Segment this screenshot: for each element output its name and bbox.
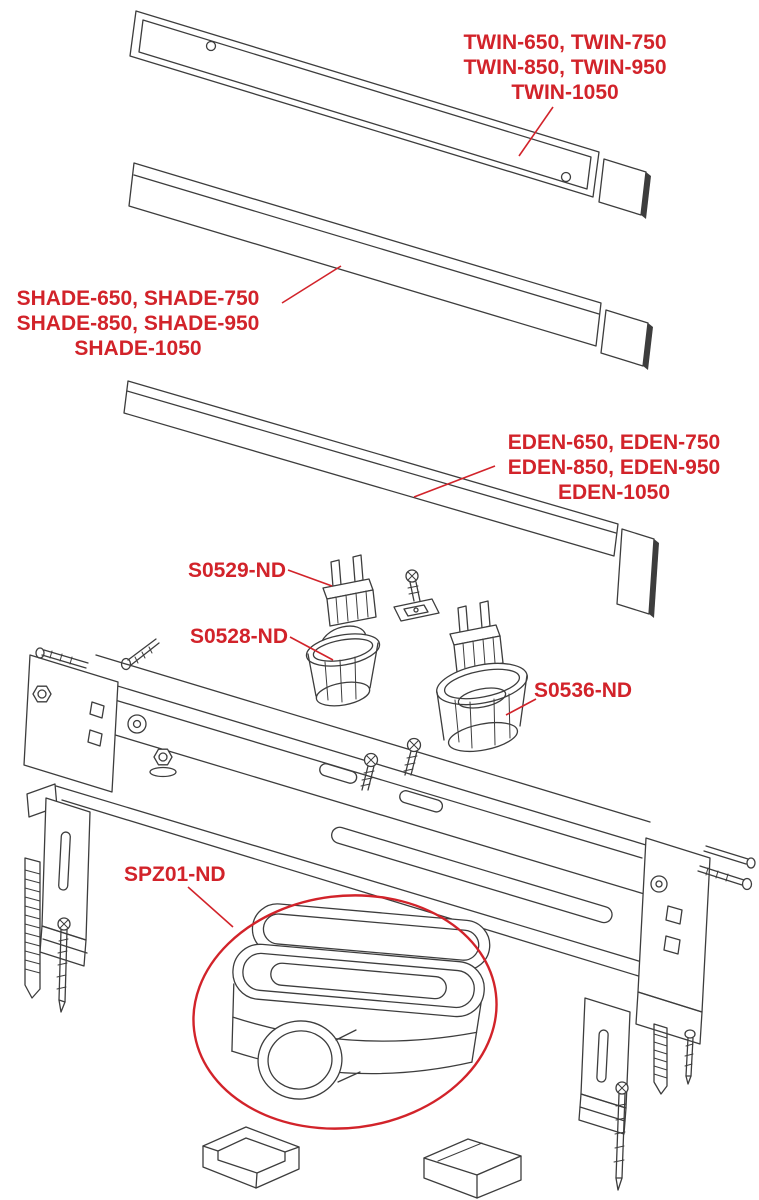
label-spz01: SPZ01-ND: [124, 863, 226, 886]
eden-panel-drawing: [123, 380, 659, 618]
hex-nut-icon: [32, 685, 177, 778]
wall-bracket-right-drawing: [578, 997, 696, 1191]
comb-insert-2-drawing: [449, 600, 504, 673]
basket-s0528-drawing: [305, 625, 381, 707]
spz01-highlight-ellipse: [192, 894, 498, 1130]
label-shade-line3: SHADE-1050: [74, 337, 202, 360]
u-bracket-drawing: [202, 1126, 300, 1189]
label-shade-line2: SHADE-850, SHADE-950: [16, 312, 260, 335]
label-shade: SHADE-650, SHADE-750 SHADE-850, SHADE-95…: [0, 286, 276, 361]
leader-spz01-line: [187, 886, 234, 928]
small-bolt-right-icon: [684, 1029, 696, 1085]
leader-s0528-line: [289, 636, 334, 661]
label-twin-line2: TWIN-850, TWIN-950: [463, 56, 667, 79]
label-eden-line2: EDEN-850, EDEN-950: [507, 456, 721, 479]
basket-s0536-drawing: [436, 662, 528, 753]
label-s0529: S0529-ND: [187, 559, 286, 582]
shade-panel-drawing: [128, 162, 653, 370]
comb-insert-drawing: [322, 554, 377, 627]
label-twin-line1: TWIN-650, TWIN-750: [463, 31, 667, 54]
leader-s0536-line: [505, 698, 537, 716]
screw-standing-icon: [360, 737, 422, 791]
wall-plug-right-icon: [653, 1023, 668, 1095]
twin-panel-drawing: [129, 10, 651, 219]
label-eden-line1: EDEN-650, EDEN-750: [507, 431, 721, 454]
label-twin-line3: TWIN-1050: [511, 81, 619, 104]
leader-s0529-line: [287, 569, 333, 587]
screw-and-plate-drawing: [393, 569, 440, 622]
red-annotations: [187, 106, 554, 1130]
wall-bracket-left-drawing: [24, 797, 91, 1013]
wall-plug-left-icon: [24, 857, 41, 999]
leader-eden-line: [413, 465, 496, 498]
label-s0528: S0528-ND: [189, 625, 288, 648]
leader-twin-line: [518, 106, 554, 157]
screw-right-icon: [697, 845, 756, 891]
label-twin: TWIN-650, TWIN-750 TWIN-850, TWIN-950 TW…: [440, 30, 690, 105]
channel-frame-drawing: [23, 638, 756, 1045]
label-eden-line3: EDEN-1050: [557, 481, 671, 504]
leader-shade-line: [281, 265, 342, 304]
label-s0536: S0536-ND: [534, 679, 633, 702]
label-shade-line1: SHADE-650, SHADE-750: [16, 287, 260, 310]
trap-outlet-pipe-icon: [257, 1020, 361, 1100]
label-eden: EDEN-650, EDEN-750 EDEN-850, EDEN-950 ED…: [490, 430, 738, 505]
screw-top-left-icon: [35, 638, 160, 671]
l-bracket-drawing: [423, 1138, 522, 1199]
screw-left-icon: [56, 917, 71, 1013]
drain-trap-drawing: [231, 903, 491, 1100]
screw-bottom-right-icon: [613, 1081, 629, 1191]
